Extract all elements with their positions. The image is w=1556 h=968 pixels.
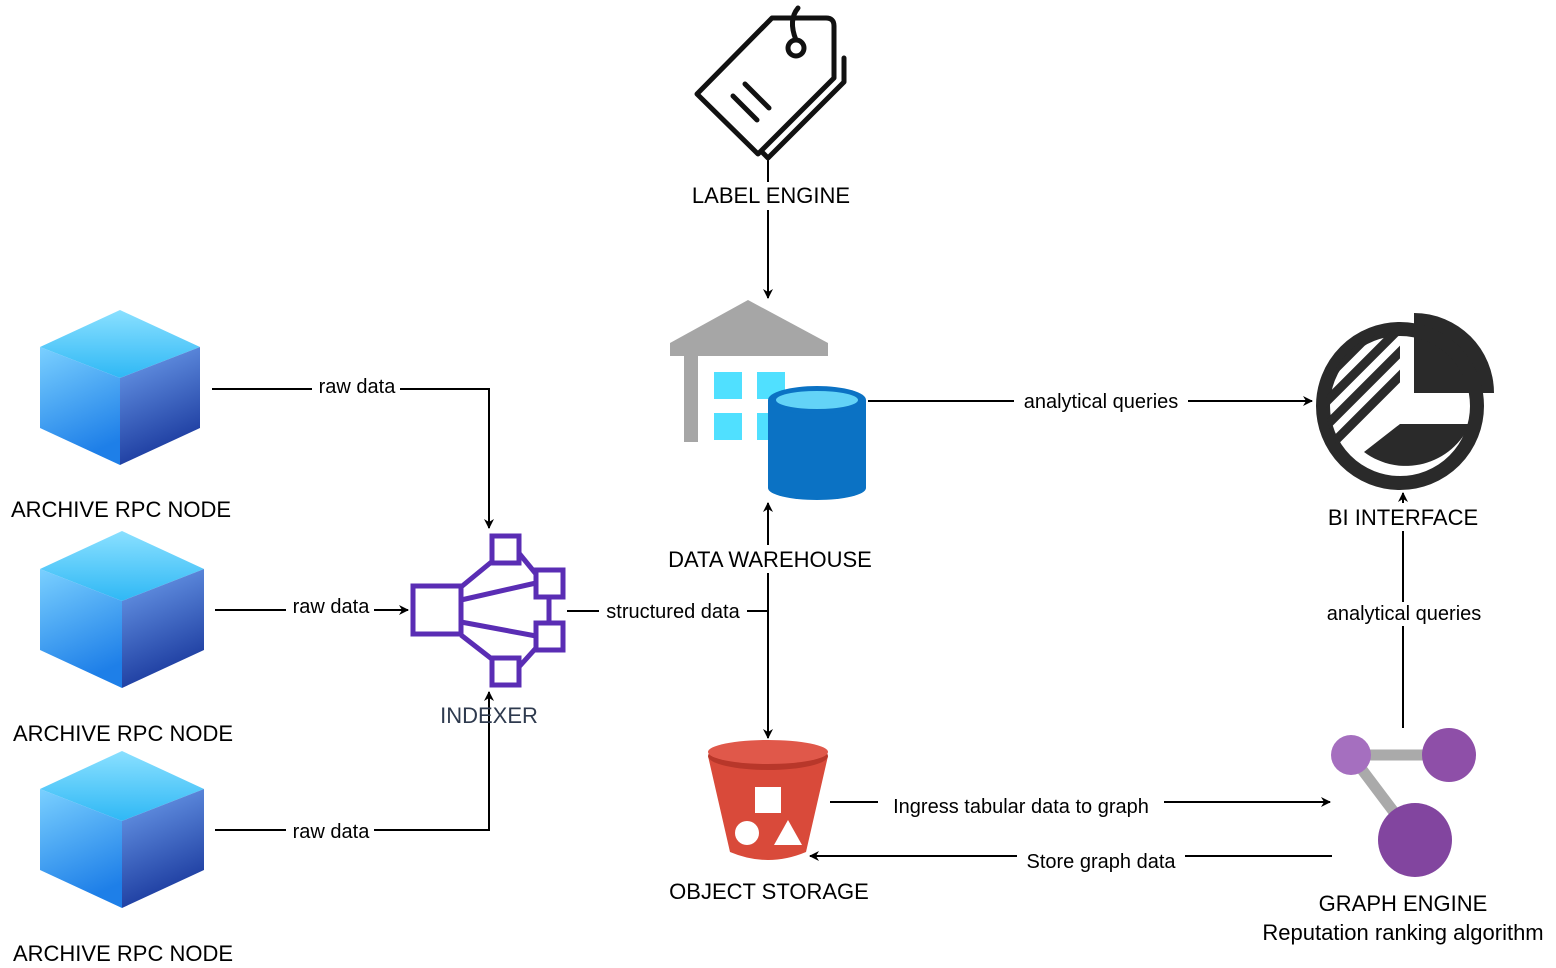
graph-engine-sublabel: Reputation ranking algorithm — [1262, 920, 1543, 945]
indexer-label: INDEXER — [440, 703, 538, 728]
edge-rpc1-indexer — [212, 388, 494, 529]
data-warehouse-label: DATA WAREHOUSE — [668, 547, 872, 572]
graph-icon — [1331, 728, 1476, 877]
cube-icon — [40, 310, 200, 465]
edge-label-warehouse-bi: analytical queries — [1024, 391, 1179, 413]
tag-icon — [694, 5, 847, 161]
rpc-node-label: ARCHIVE RPC NODE — [11, 497, 231, 522]
label-engine-label: LABEL ENGINE — [692, 183, 850, 208]
cube-icon — [40, 751, 204, 908]
bi-interface-label: BI INTERFACE — [1328, 505, 1478, 530]
edge-label-graph-bi: analytical queries — [1327, 603, 1482, 625]
edge-label-rpc2: raw data — [293, 596, 371, 618]
edge-label-rpc3: raw data — [293, 821, 371, 843]
graph-engine-label: GRAPH ENGINE — [1319, 891, 1488, 916]
rpc-node-label: ARCHIVE RPC NODE — [13, 941, 233, 966]
edge-label-rpc1: raw data — [319, 376, 397, 398]
pie-chart-icon — [1316, 313, 1494, 490]
bucket-icon — [708, 740, 828, 860]
edge-label-structured: structured data — [606, 601, 740, 623]
rpc-node-label: ARCHIVE RPC NODE — [13, 721, 233, 746]
edge-label-store-graph: Store graph data — [1027, 851, 1177, 873]
edge-label-ingress: Ingress tabular data to graph — [893, 796, 1149, 818]
edge-indexer-storage — [567, 610, 773, 739]
node-labels: ARCHIVE RPC NODE ARCHIVE RPC NODE ARCHIV… — [11, 182, 1544, 966]
cube-icon — [40, 531, 204, 688]
object-storage-label: OBJECT STORAGE — [669, 879, 869, 904]
network-nodes-icon — [410, 533, 566, 688]
edge-labels: raw data raw data raw data structured da… — [286, 375, 1492, 874]
warehouse-database-icon — [670, 300, 866, 500]
